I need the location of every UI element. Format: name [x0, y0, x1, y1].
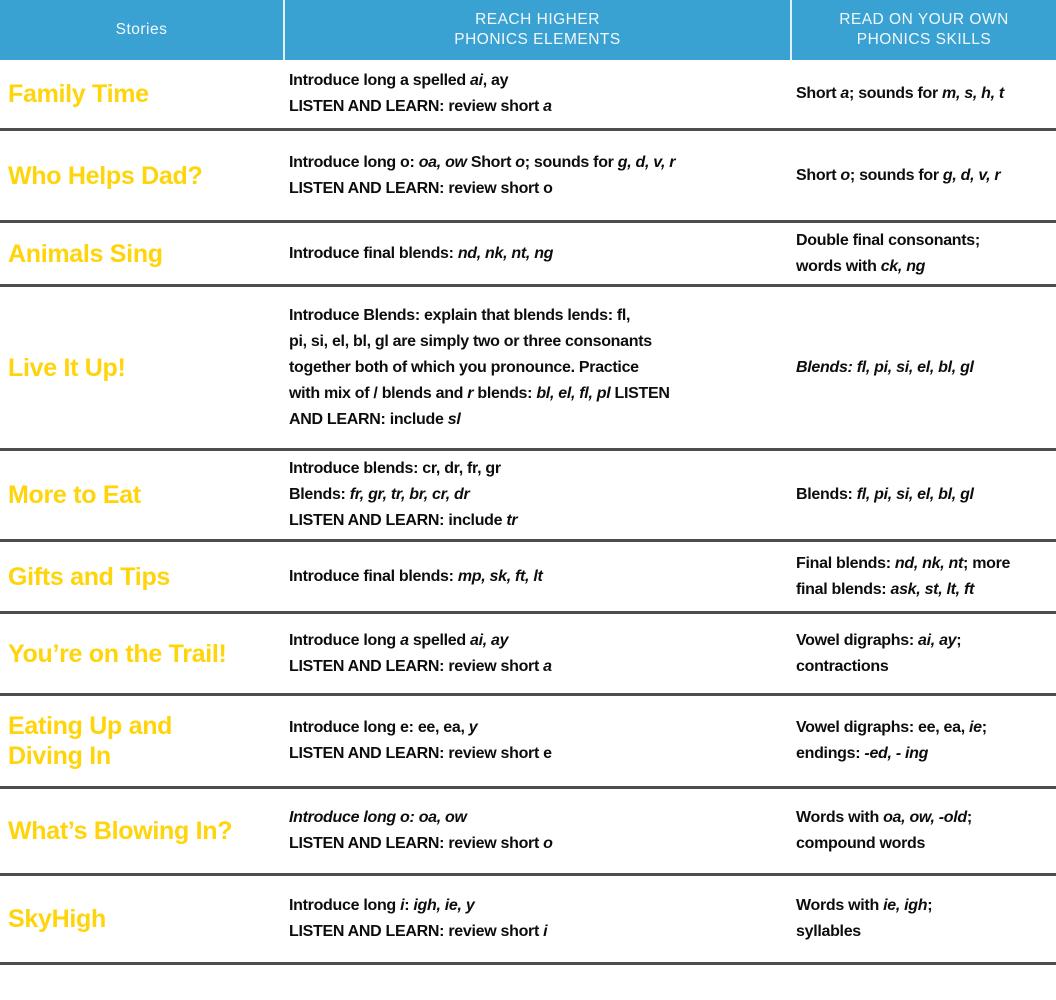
header-reach-higher-phonics-elements: REACH HIGHER PHONICS ELEMENTS [283, 0, 790, 60]
header-col2-line2: PHONICS ELEMENTS [454, 31, 621, 48]
phonics-skills: Vowel digraphs: ee, ea, ie;endings: -ed,… [796, 719, 987, 762]
table-row-youre-on-the-trail: You’re on the Trail! Introduce long a sp… [0, 614, 1056, 696]
phonics-scope-table: Stories REACH HIGHER PHONICS ELEMENTS RE… [0, 0, 1056, 965]
table-row-who-helps-dad: Who Helps Dad? Introduce long o: oa, ow … [0, 131, 1056, 223]
phonics-skills: Words with ie, igh;syllables [796, 897, 933, 940]
header-col3-line1: READ ON YOUR OWN [839, 10, 1009, 28]
phonics-skills: Short o; sounds for g, d, v, r [796, 166, 1001, 184]
table-row-animals-sing: Animals Sing Introduce final blends: nd,… [0, 223, 1056, 287]
phonics-elements: Introduce final blends: mp, sk, ft, lt [289, 567, 543, 585]
phonics-skills: Double final consonants;words with ck, n… [796, 231, 980, 275]
story-title: More to Eat [8, 481, 141, 509]
story-title: Animals Sing [8, 239, 163, 268]
phonics-skills: Blends: fl, pi, si, el, bl, gl [796, 358, 974, 376]
phonics-elements: Introduce final blends: nd, nk, nt, ng [289, 244, 554, 262]
header-stories: Stories [0, 0, 283, 60]
header-read-on-your-own-phonics-skills: READ ON YOUR OWN PHONICS SKILLS [790, 0, 1056, 60]
phonics-elements: Introduce Blends: explain that blends le… [289, 306, 670, 428]
header-col3-line2: PHONICS SKILLS [856, 31, 992, 48]
table-header-row: Stories REACH HIGHER PHONICS ELEMENTS RE… [0, 0, 1056, 60]
table-row-family-time: Family Time Introduce long a spelled ai,… [0, 60, 1056, 131]
header-stories-label: Stories [115, 20, 168, 38]
table-row-whats-blowing-in: What’s Blowing In? Introduce long o: oa,… [0, 789, 1056, 876]
phonics-skills: Blends: fl, pi, si, el, bl, gl [796, 486, 974, 503]
story-title: SkyHigh [8, 905, 106, 933]
header-col2-line1: REACH HIGHER [475, 10, 600, 28]
story-title: You’re on the Trail! [8, 639, 227, 668]
phonics-skills: Words with oa, ow, -old;compound words [796, 809, 972, 852]
story-title: Who Helps Dad? [8, 161, 203, 190]
phonics-skills: Vowel digraphs: ai, ay;contractions [796, 631, 962, 675]
phonics-skills: Short a; sounds for m, s, h, t [796, 85, 1004, 102]
phonics-elements: Introduce long o: oa, ow Short o; sounds… [289, 153, 676, 197]
table-row-gifts-and-tips: Gifts and Tips Introduce final blends: m… [0, 542, 1056, 614]
story-title: Family Time [8, 80, 149, 108]
story-title: Live It Up! [8, 353, 126, 382]
table-row-live-it-up: Live It Up! Introduce Blends: explain th… [0, 287, 1056, 451]
story-title: What’s Blowing In? [8, 817, 233, 845]
story-title: Gifts and Tips [8, 562, 171, 591]
table-row-more-to-eat: More to Eat Introduce blends: cr, dr, fr… [0, 451, 1056, 542]
